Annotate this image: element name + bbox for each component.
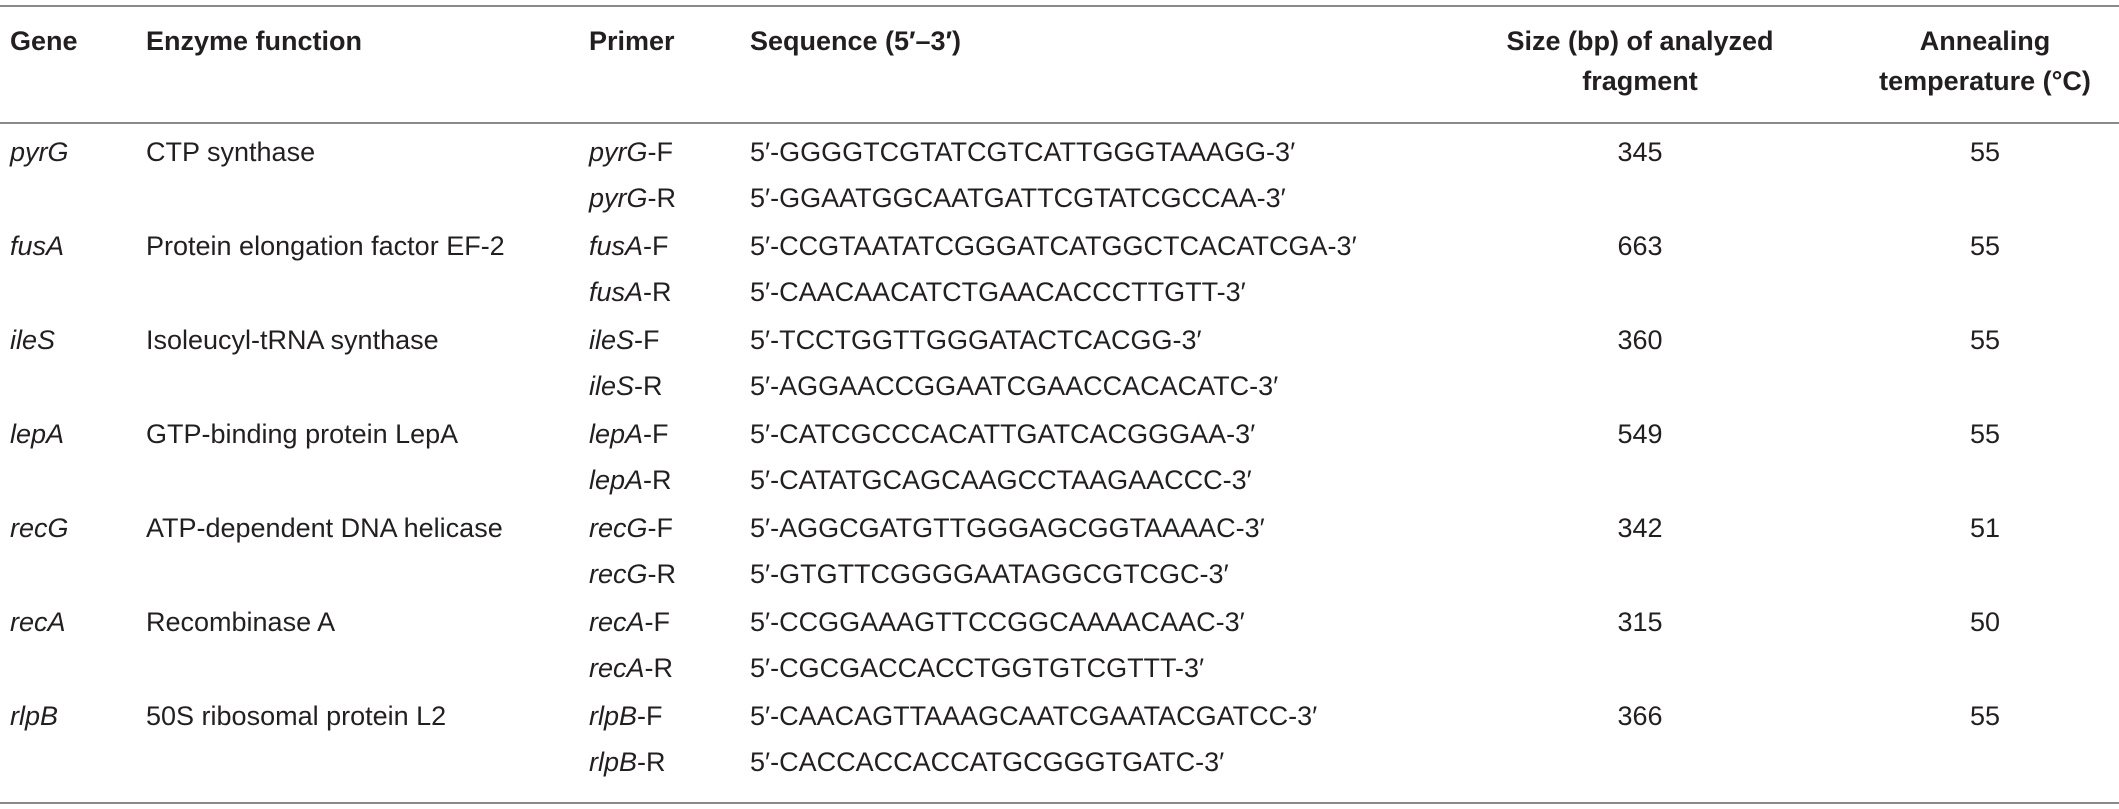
gene-name: rlpB [10,701,59,731]
header-temp-line2: temperature (°C) [1879,66,2091,96]
header-primer: Primer [589,26,675,56]
primer-sequence: 5′-CCGTAATATCGGGATCATGGCTCACATCGA-3′ [750,231,1357,261]
header-size-line1: Size (bp) of analyzed [1506,26,1774,56]
header-sequence: Sequence (5′–3′) [750,26,962,56]
primer-sequence: 5′-CCGGAAAGTTCCGGCAAAACAAC-3′ [750,607,1245,637]
enzyme-function: CTP synthase [146,137,316,167]
gene-name: fusA [10,231,65,261]
enzyme-function: 50S ribosomal protein L2 [146,701,447,731]
enzyme-function: GTP-binding protein LepA [146,419,459,449]
primer-name: rlpB-R [589,747,666,777]
primer-sequence: 5′-AGGCGATGTTGGGAGCGGTAAAAC-3′ [750,513,1265,543]
primer-sequence: 5′-CATCGCCCACATTGATCACGGGAA-3′ [750,419,1256,449]
enzyme-function: Isoleucyl-tRNA synthase [146,325,439,355]
enzyme-function: Protein elongation factor EF-2 [146,231,505,261]
fragment-size: 549 [1617,419,1663,449]
fragment-size: 663 [1617,231,1663,261]
primer-name: pyrG-R [589,183,677,213]
enzyme-function: ATP-dependent DNA helicase [146,513,503,543]
primer-name: pyrG-F [589,137,673,167]
annealing-temperature: 55 [1969,231,2001,261]
primer-sequence: 5′-GTGTTCGGGGAATAGGCGTCGC-3′ [750,559,1229,589]
primer-sequence: 5′-GGGGTCGTATCGTCATTGGGTAAAGG-3′ [750,137,1296,167]
primer-sequence: 5′-AGGAACCGGAATCGAACCACACATC-3′ [750,371,1279,401]
header-function: Enzyme function [146,26,363,56]
annealing-temperature: 55 [1969,419,2001,449]
header-rule [0,122,2119,124]
header-gene: Gene [10,26,78,56]
gene-name: pyrG [10,137,69,167]
gene-name: lepA [10,419,65,449]
primer-sequence: 5′-CAACAGTTAAAGCAATCGAATACGATCC-3′ [750,701,1318,731]
primer-name: recA-F [589,607,671,637]
primer-name: recG-F [589,513,673,543]
fragment-size: 366 [1617,701,1663,731]
primer-name: lepA-F [589,419,669,449]
primer-name: ileS-F [589,325,660,355]
primer-name: ileS-R [589,371,663,401]
header-size-line2: fragment [1582,66,1698,96]
primer-sequence: 5′-CAACAACATCTGAACACCCTTGTT-3′ [750,277,1246,307]
annealing-temperature: 51 [1969,513,2001,543]
bottom-rule [0,802,2119,804]
annealing-temperature: 55 [1969,325,2001,355]
fragment-size: 345 [1617,137,1663,167]
primer-name: rlpB-F [589,701,663,731]
gene-name: recA [10,607,66,637]
top-rule [0,5,2119,7]
primer-name: recA-R [589,653,674,683]
primer-sequence: 5′-CATATGCAGCAAGCCTAAGAACCC-3′ [750,465,1252,495]
gene-name: recG [10,513,69,543]
primer-name: recG-R [589,559,677,589]
fragment-size: 342 [1617,513,1663,543]
annealing-temperature: 55 [1969,137,2001,167]
fragment-size: 360 [1617,325,1663,355]
primer-sequence: 5′-TCCTGGTTGGGATACTCACGG-3′ [750,325,1202,355]
primer-sequence: 5′-CGCGACCACCTGGTGTCGTTT-3′ [750,653,1205,683]
primer-sequence: 5′-CACCACCACCATGCGGGTGATC-3′ [750,747,1225,777]
gene-name: ileS [10,325,56,355]
primer-name: fusA-F [589,231,669,261]
annealing-temperature: 55 [1969,701,2001,731]
annealing-temperature: 50 [1969,607,2001,637]
primer-name: lepA-R [589,465,672,495]
primer-sequence: 5′-GGAATGGCAATGATTCGTATCGCCAA-3′ [750,183,1286,213]
enzyme-function: Recombinase A [146,607,336,637]
primer-name: fusA-R [589,277,672,307]
header-temp-line1: Annealing [1919,26,2051,56]
fragment-size: 315 [1617,607,1663,637]
